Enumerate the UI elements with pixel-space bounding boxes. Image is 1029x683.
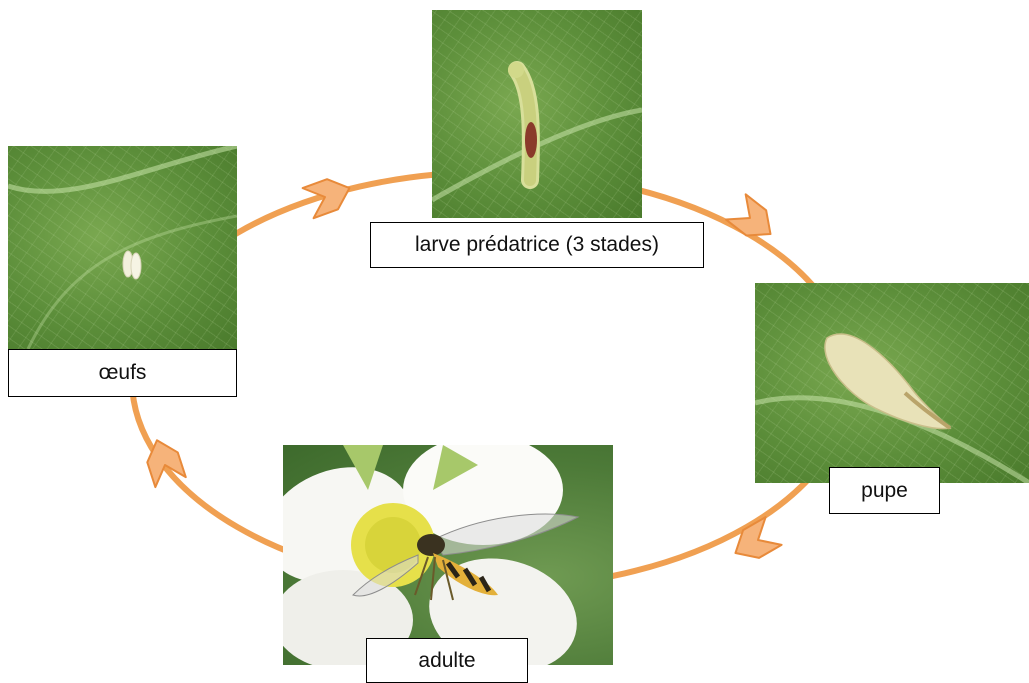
eggs-icon — [8, 146, 237, 349]
larva-label-text: larve prédatrice (3 stades) — [415, 233, 659, 257]
larva-photo — [432, 10, 642, 218]
stage-label-eggs: œufs — [8, 349, 237, 397]
larva-icon — [432, 10, 642, 218]
stage-label-pupa: pupe — [829, 467, 940, 514]
pupa-photo — [755, 283, 1029, 483]
adult-label-text: adulte — [418, 649, 475, 673]
stage-label-larva: larve prédatrice (3 stades) — [370, 222, 704, 268]
adult-photo — [283, 445, 613, 665]
stage-label-adult: adulte — [366, 638, 528, 683]
eggs-photo — [8, 146, 237, 349]
pupa-label-text: pupe — [861, 479, 908, 503]
eggs-label-text: œufs — [99, 361, 147, 385]
arrow-pupa-to-adult — [727, 517, 781, 567]
arrow-eggs-to-larva — [303, 173, 355, 218]
hoverfly-icon — [283, 445, 613, 665]
pupa-icon — [755, 283, 1029, 483]
